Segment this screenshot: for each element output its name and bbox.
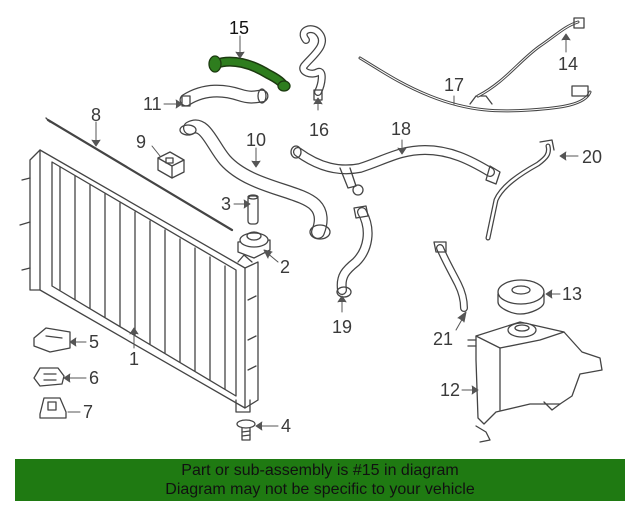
callout-5: 5 [89, 332, 99, 352]
hose-part-10 [179, 119, 331, 240]
hose-part-19 [336, 205, 373, 298]
reservoir-part-12 [467, 321, 603, 443]
callout-20: 20 [582, 147, 602, 167]
callout-13: 13 [562, 284, 582, 304]
callout-6: 6 [89, 368, 99, 388]
bracket-part-9 [157, 151, 185, 179]
pin-part-3 [247, 194, 259, 225]
callout-2: 2 [280, 257, 290, 277]
hose-part-16 [299, 25, 326, 101]
callout-12: 12 [440, 380, 460, 400]
callout-10: 10 [246, 130, 266, 150]
callout-9: 9 [136, 132, 146, 152]
bracket-part-5 [33, 327, 71, 353]
radiator-part-1 [19, 149, 259, 413]
callout-16: 16 [309, 120, 329, 140]
callout-4: 4 [281, 416, 291, 436]
callout-3: 3 [221, 194, 231, 214]
info-banner: Part or sub-assembly is #15 in diagram D… [15, 459, 625, 501]
leader-lines [63, 33, 579, 431]
callout-21: 21 [433, 329, 453, 349]
callout-18: 18 [391, 119, 411, 139]
hose-part-21 [433, 241, 468, 312]
callout-labels: 1 2 3 4 5 6 7 8 9 10 11 12 13 14 15 16 1… [83, 18, 602, 436]
bolt-part-4 [236, 419, 256, 441]
hose-part-18 [290, 145, 501, 196]
callout-1: 1 [129, 349, 139, 369]
callout-14: 14 [558, 54, 578, 74]
hose-part-14 [476, 17, 589, 98]
callout-7: 7 [83, 402, 93, 422]
mount-part-2 [237, 231, 271, 259]
callout-17: 17 [444, 75, 464, 95]
hose-part-17 [358, 56, 592, 113]
callout-11: 11 [143, 94, 162, 114]
clip-part-6 [33, 367, 65, 387]
callout-8: 8 [91, 105, 101, 125]
hose-part-11 [179, 84, 269, 107]
pipe-part-20 [485, 139, 555, 241]
callout-15[interactable]: 15 [229, 18, 249, 38]
parts-diagram: 1 2 3 4 5 6 7 8 9 10 11 12 13 14 15 16 1… [19, 17, 603, 443]
banner-line-1: Part or sub-assembly is #15 in diagram [181, 462, 459, 479]
hose-part-15-highlighted[interactable] [208, 55, 291, 92]
banner-line-2: Diagram may not be specific to your vehi… [165, 481, 475, 498]
cap-part-13 [497, 279, 545, 315]
rod-part-8 [45, 117, 234, 232]
callout-19: 19 [332, 317, 352, 337]
bracket-part-7 [39, 397, 67, 419]
